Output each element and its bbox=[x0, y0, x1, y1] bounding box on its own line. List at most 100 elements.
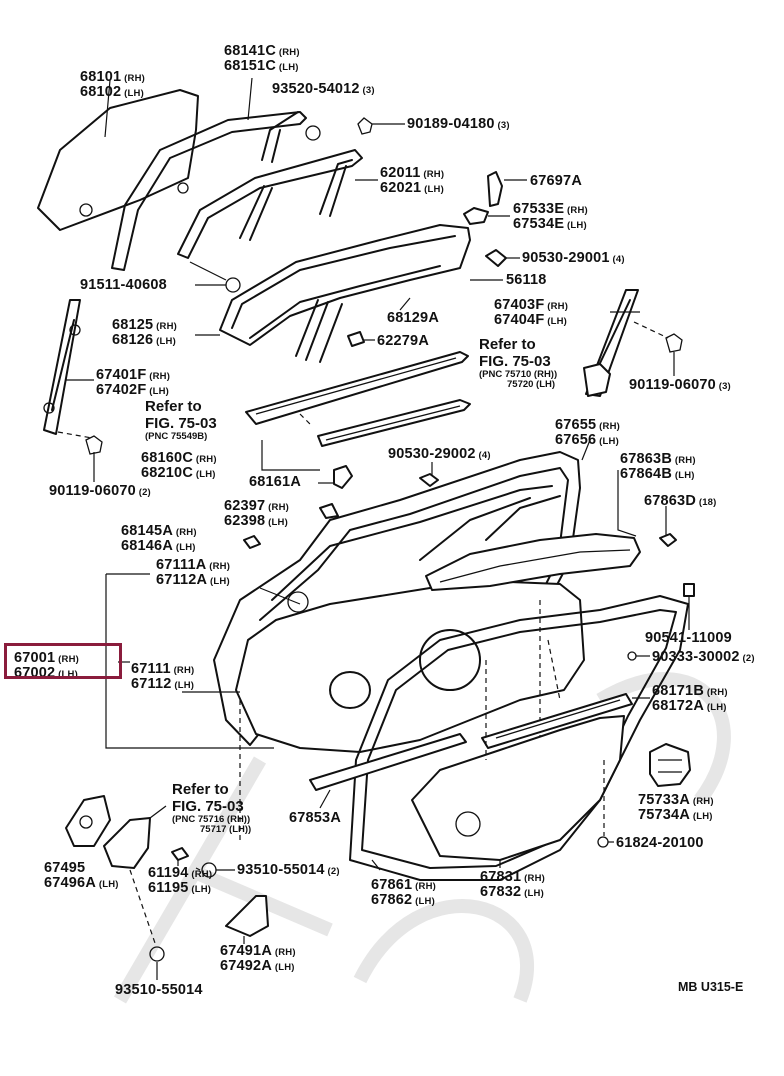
part-number: 93520-54012 (3) bbox=[272, 81, 375, 97]
part-label-68141c[interactable]: 68141C (RH)68151C (LH) bbox=[224, 44, 300, 73]
part-number: 93510-55014 (2) bbox=[237, 862, 340, 878]
part-number: 67533E (RH) bbox=[513, 201, 588, 217]
part-number: 68101 (RH) bbox=[80, 69, 146, 85]
part-label-61194[interactable]: 61194 (RH)61195 (LH) bbox=[148, 866, 212, 895]
part-label-75733a[interactable]: 75733A (RH)75734A (LH) bbox=[638, 793, 714, 822]
part-number: 61195 (LH) bbox=[148, 879, 212, 896]
part-number: 68141C (RH) bbox=[224, 43, 300, 59]
part-number: 68129A bbox=[387, 310, 439, 326]
part-number: 62011 (RH) bbox=[380, 165, 445, 181]
part-number: 67402F (LH) bbox=[96, 381, 170, 398]
part-number: 67495 bbox=[44, 860, 86, 876]
part-number: 75734A (LH) bbox=[638, 806, 713, 823]
part-label-68129a[interactable]: 68129A bbox=[387, 311, 439, 326]
part-label-68161a[interactable]: 68161A bbox=[249, 475, 301, 490]
part-label-67831[interactable]: 67831 (RH)67832 (LH) bbox=[480, 870, 545, 899]
part-number: 90119-06070 (3) bbox=[629, 377, 731, 393]
part-number: 90333-30002 (2) bbox=[652, 649, 755, 665]
part-label-67863b[interactable]: 67863B (RH)67864B (LH) bbox=[620, 452, 696, 481]
part-number: 93510-55014 bbox=[115, 982, 203, 998]
part-number: 62021 (LH) bbox=[380, 179, 444, 196]
part-label-90189-04180[interactable]: 90189-04180 (3) bbox=[407, 117, 510, 132]
part-number: 90530-29002 (4) bbox=[388, 446, 491, 462]
diagram-code: MB U315-E bbox=[678, 980, 744, 994]
part-number: 67403F (RH) bbox=[494, 297, 569, 313]
part-label-56118[interactable]: 56118 bbox=[506, 273, 547, 288]
part-label-67697a[interactable]: 67697A bbox=[530, 174, 582, 189]
part-label-62397[interactable]: 62397 (RH)62398 (LH) bbox=[224, 499, 289, 528]
part-number: 67697A bbox=[530, 173, 582, 189]
watermark-shape bbox=[113, 672, 731, 1004]
part-label-62279a[interactable]: 62279A bbox=[377, 334, 429, 349]
part-number: 67656 (LH) bbox=[555, 431, 619, 448]
part-number: 68145A (RH) bbox=[121, 523, 197, 539]
part-label-93510-55014[interactable]: 93510-55014 (2) bbox=[237, 863, 340, 878]
part-number: 68125 (RH) bbox=[112, 317, 178, 333]
part-label-67401f[interactable]: 67401F (RH)67402F (LH) bbox=[96, 368, 170, 397]
part-number: 68210C (LH) bbox=[141, 464, 216, 481]
part-label-67863d[interactable]: 67863D (18) bbox=[644, 494, 717, 509]
part-label-91511-40608[interactable]: 91511-40608 bbox=[80, 278, 167, 293]
part-label-67655[interactable]: 67655 (RH)67656 (LH) bbox=[555, 418, 620, 447]
part-label-90530-29002[interactable]: 90530-29002 (4) bbox=[388, 447, 491, 462]
part-number: 67112A (LH) bbox=[156, 571, 230, 588]
part-number: 68151C (LH) bbox=[224, 57, 299, 74]
part-number: 67864B (LH) bbox=[620, 465, 695, 482]
part-number: 68102 (LH) bbox=[80, 83, 144, 100]
part-number: 67112 (LH) bbox=[131, 675, 195, 692]
part-number: 68172A (LH) bbox=[652, 697, 727, 714]
part-number: 67832 (LH) bbox=[480, 883, 544, 900]
part-number: 62279A bbox=[377, 333, 429, 349]
part-number: 67001 (RH) bbox=[14, 650, 80, 666]
part-number: 67853A bbox=[289, 810, 341, 826]
part-label-61824-20100[interactable]: 61824-20100 bbox=[616, 836, 704, 851]
part-number: 90541-11009 bbox=[645, 630, 732, 646]
part-label-67491a[interactable]: 67491A (RH)67492A (LH) bbox=[220, 944, 296, 973]
part-label-90119-06070[interactable]: 90119-06070 (2) bbox=[49, 484, 151, 499]
part-label-68125[interactable]: 68125 (RH)68126 (LH) bbox=[112, 318, 177, 347]
part-number: 90119-06070 (2) bbox=[49, 483, 151, 499]
part-label-67111[interactable]: 67111 (RH)67112 (LH) bbox=[131, 662, 194, 691]
part-number: 62397 (RH) bbox=[224, 498, 290, 514]
part-number: 67862 (LH) bbox=[371, 891, 435, 908]
part-number: 61194 (RH) bbox=[148, 865, 213, 881]
part-number: 68171B (RH) bbox=[652, 683, 728, 699]
part-number: 90189-04180 (3) bbox=[407, 116, 510, 132]
part-number: 62398 (LH) bbox=[224, 512, 288, 529]
part-number: 68161A bbox=[249, 474, 301, 490]
part-label-68160c[interactable]: 68160C (RH)68210C (LH) bbox=[141, 451, 217, 480]
part-number: 67111 (RH) bbox=[131, 661, 195, 677]
part-number: 68126 (LH) bbox=[112, 331, 176, 348]
part-label-93520-54012[interactable]: 93520-54012 (3) bbox=[272, 82, 375, 97]
part-number: 67863D (18) bbox=[644, 493, 717, 509]
part-number: 67492A (LH) bbox=[220, 957, 295, 974]
part-number: 56118 bbox=[506, 272, 547, 288]
part-label-90541-11009[interactable]: 90541-11009 bbox=[645, 631, 732, 646]
part-number: 67863B (RH) bbox=[620, 451, 696, 467]
part-label-67861[interactable]: 67861 (RH)67862 (LH) bbox=[371, 878, 436, 907]
part-number: 67534E (LH) bbox=[513, 215, 587, 232]
part-label-67403f[interactable]: 67403F (RH)67404F (LH) bbox=[494, 298, 568, 327]
part-label-68171b[interactable]: 68171B (RH)68172A (LH) bbox=[652, 684, 728, 713]
part-label-67533e[interactable]: 67533E (RH)67534E (LH) bbox=[513, 202, 588, 231]
door-glass bbox=[37, 89, 199, 231]
part-number: 61824-20100 bbox=[616, 835, 704, 851]
part-label-67853a[interactable]: 67853A bbox=[289, 811, 341, 826]
part-label-68145a[interactable]: 68145A (RH)68146A (LH) bbox=[121, 524, 197, 553]
part-number: 67831 (RH) bbox=[480, 869, 546, 885]
part-label-90119-06070[interactable]: 90119-06070 (3) bbox=[629, 378, 731, 393]
part-number: 67861 (RH) bbox=[371, 877, 437, 893]
part-label-90333-30002[interactable]: 90333-30002 (2) bbox=[652, 650, 755, 665]
part-label-93510-55014[interactable]: 93510-55014 bbox=[115, 983, 203, 998]
part-label-68101[interactable]: 68101 (RH)68102 (LH) bbox=[80, 70, 145, 99]
part-label-67111a[interactable]: 67111A (RH)67112A (LH) bbox=[156, 558, 230, 587]
part-label-90530-29001[interactable]: 90530-29001 (4) bbox=[522, 251, 625, 266]
part-number: 68160C (RH) bbox=[141, 450, 217, 466]
part-label-62011[interactable]: 62011 (RH)62021 (LH) bbox=[380, 166, 444, 195]
